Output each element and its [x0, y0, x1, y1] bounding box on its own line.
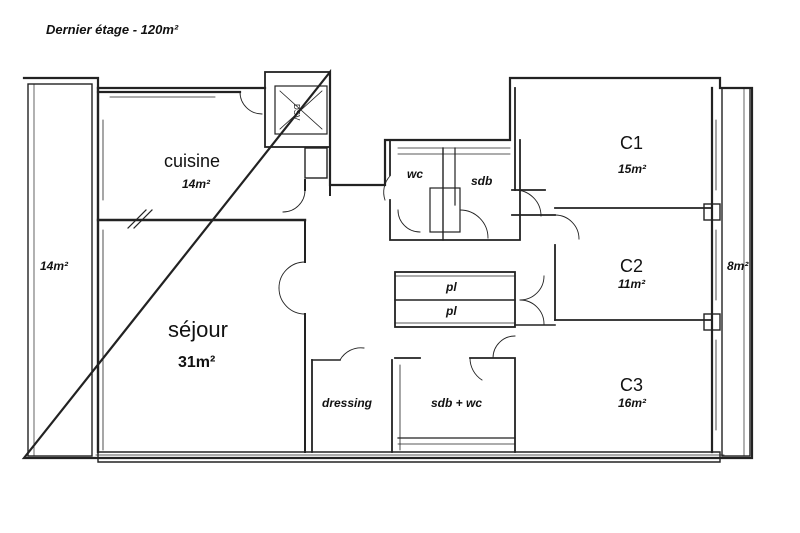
room-cuisine-name: cuisine	[164, 151, 221, 171]
plan-title: Dernier étage - 120m²	[46, 22, 179, 37]
outer-wall	[21, 68, 754, 460]
placard-2-label: pl	[446, 304, 457, 318]
terrace-right-area: 8m²	[727, 259, 749, 273]
room-wc-name: wc	[407, 167, 424, 181]
room-c2-name: C2	[620, 256, 644, 276]
terrace-right-outline	[721, 87, 751, 457]
placard-1-label: pl	[446, 280, 457, 294]
room-dressing-name: dressing	[322, 396, 373, 410]
room-sejour-area: 31m²	[178, 354, 216, 371]
room-c3-area: 16m²	[618, 396, 647, 410]
room-sdb-name: sdb	[471, 174, 493, 188]
room-sejour-name: séjour	[168, 317, 228, 342]
shaft-label: DSV	[292, 104, 301, 121]
room-cuisine-area: 14m²	[182, 177, 211, 191]
room-c1-name: C1	[620, 133, 644, 153]
terrace-left-area: 14m²	[40, 259, 69, 273]
room-c2-area: 11m²	[618, 277, 646, 291]
terrace-left-outline	[27, 83, 93, 457]
room-sdb-wc-name: sdb + wc	[431, 396, 483, 410]
bottom-wall	[97, 451, 721, 463]
room-c1-area: 15m²	[618, 162, 647, 176]
room-c3-name: C3	[620, 375, 644, 395]
service-shaft	[264, 71, 331, 148]
